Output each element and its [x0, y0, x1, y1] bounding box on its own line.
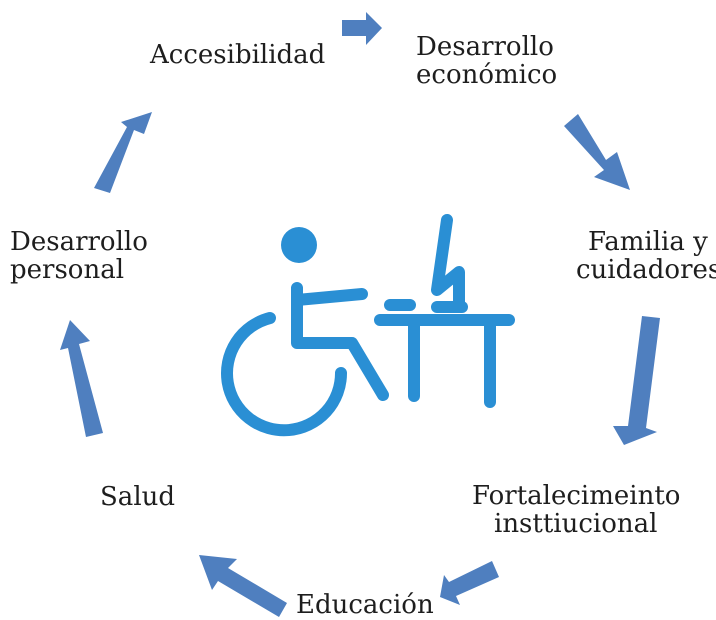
person-torso-icon — [291, 282, 389, 401]
node-desarrollo-economico: Desarrollo económico — [416, 33, 557, 89]
node-label: Educación — [296, 590, 434, 620]
node-label: Accesibilidad — [150, 40, 326, 70]
arrow-accesibilidad-to-desarrollo-economico — [342, 12, 382, 45]
arrow-salud-to-desarrollo-personal — [60, 320, 103, 437]
arrow-fortalecimiento-to-educacion — [440, 561, 499, 605]
node-label-line-1: Desarrollo — [10, 227, 148, 257]
wheelchair-wheel-icon — [221, 312, 348, 437]
node-educacion: Educación — [296, 591, 434, 619]
node-label-line-1: Familia y — [588, 227, 708, 257]
node-accesibilidad: Accesibilidad — [150, 41, 325, 69]
arrow-educacion-to-salud — [199, 555, 287, 617]
node-label-line-2: cuidadores — [576, 255, 716, 285]
node-label-line-2: insttiucional — [494, 509, 658, 539]
node-label-line-1: Desarrollo — [416, 32, 554, 62]
person-head-icon — [281, 227, 317, 263]
arrow-desarrollo-economico-to-familia — [564, 114, 630, 190]
person-arm-icon — [291, 288, 368, 306]
node-label: Salud — [100, 482, 176, 512]
monitor-icon — [431, 214, 465, 310]
node-fortalecimiento-institucional: Fortalecimeinto insttiucional — [472, 482, 680, 538]
arrow-desarrollo-personal-to-accesibilidad — [94, 112, 152, 193]
arrow-familia-to-fortalecimiento — [613, 316, 660, 445]
node-label-line-2: económico — [416, 60, 558, 90]
node-familia-cuidadores: Familia y cuidadores — [576, 227, 716, 284]
node-label-line-1: Fortalecimeinto — [472, 481, 681, 511]
node-label-line-2: personal — [10, 255, 125, 285]
node-salud: Salud — [100, 483, 175, 511]
node-desarrollo-personal: Desarrollo personal — [10, 228, 148, 284]
